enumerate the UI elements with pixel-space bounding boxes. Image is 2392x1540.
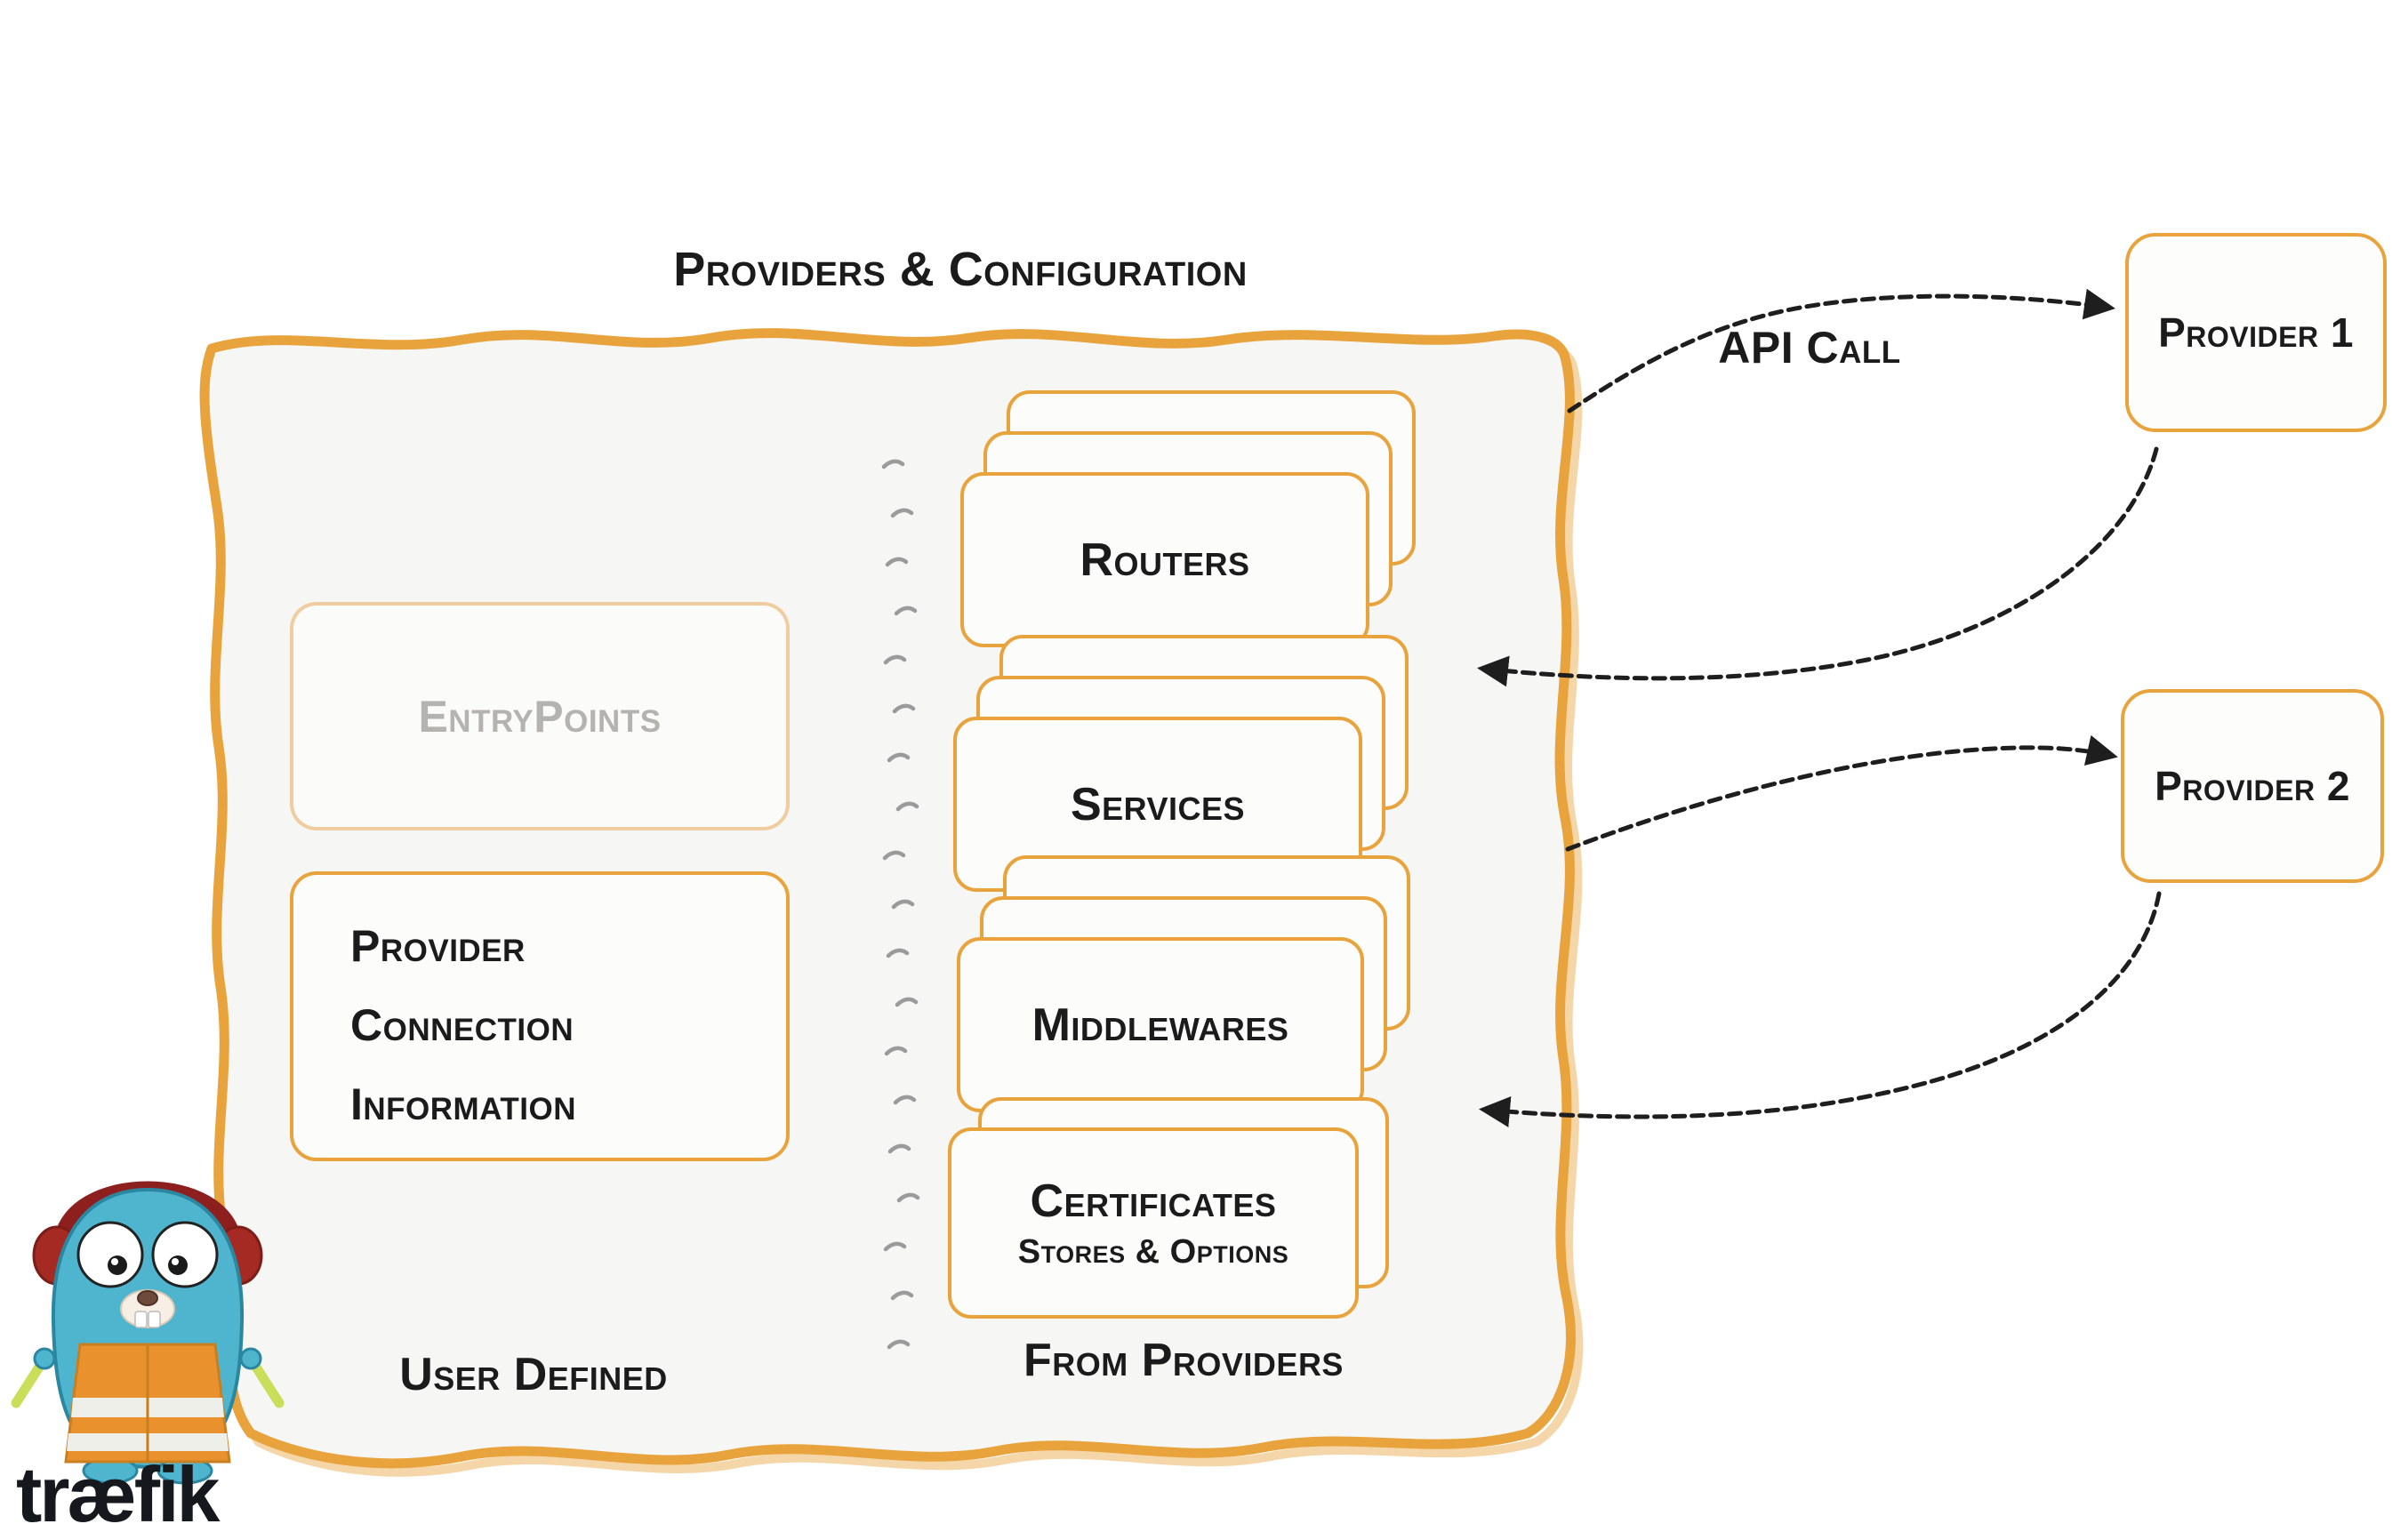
entrypoints-box: EntryPoints	[290, 602, 790, 830]
middlewares-card: Middlewares	[957, 937, 1364, 1112]
routers-card: Routers	[960, 472, 1369, 647]
provider-connection-info-box: Provider Connection Information	[290, 871, 790, 1161]
certificates-stack: Certificates Stores & Options	[948, 1097, 1389, 1319]
entrypoints-label: EntryPoints	[418, 691, 662, 742]
user-defined-caption: User Defined	[399, 1349, 668, 1400]
api-call-label: API Call	[1718, 323, 1901, 373]
provider-1-label: Provider 1	[2158, 309, 2354, 356]
routers-stack: Routers	[960, 390, 1416, 647]
provider1-return-arrow	[1477, 446, 2159, 687]
from-providers-caption: From Providers	[1023, 1335, 1344, 1386]
provider2-return-arrow	[1479, 891, 2162, 1127]
traefik-gopher-logo	[11, 1181, 285, 1485]
routers-label: Routers	[1080, 533, 1250, 586]
services-label: Services	[1070, 778, 1246, 830]
provider2-call-arrow	[1565, 734, 2118, 852]
provider-1-box: Provider 1	[2125, 233, 2387, 432]
certificates-sublabel: Stores & Options	[1017, 1233, 1289, 1271]
panel-divider	[881, 459, 920, 1350]
certificates-card: Certificates Stores & Options	[948, 1127, 1359, 1319]
provider-2-box: Provider 2	[2121, 689, 2384, 883]
diagram-title: Providers & Configuration	[673, 243, 1248, 296]
middlewares-stack: Middlewares	[957, 855, 1410, 1112]
provider-connection-info-label: Provider Connection Information	[350, 921, 576, 1129]
gopher-nose	[137, 1290, 158, 1306]
middlewares-label: Middlewares	[1031, 999, 1289, 1051]
traefik-wordmark: træfik	[16, 1450, 220, 1538]
services-stack: Services	[953, 635, 1409, 892]
provider-2-label: Provider 2	[2155, 763, 2350, 809]
certificates-label: Certificates	[1030, 1175, 1277, 1227]
